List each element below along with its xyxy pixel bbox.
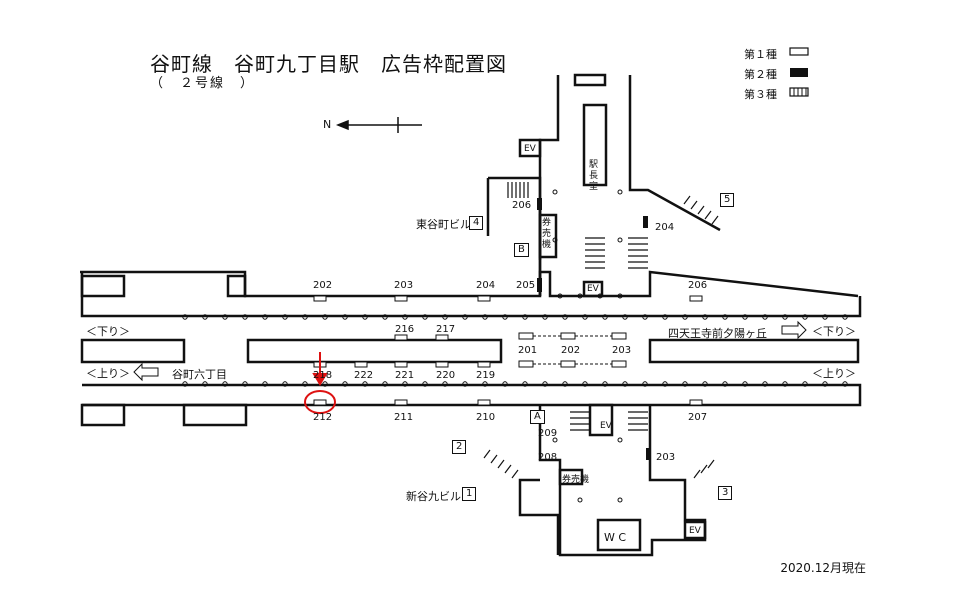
ticket-machine-top-label: 券売機 xyxy=(542,218,552,250)
ev-label-south: EV xyxy=(600,421,612,431)
exit-2-label: 2 xyxy=(452,440,467,454)
shaft-top xyxy=(573,73,607,87)
ad-number: 220 xyxy=(436,370,456,381)
direction-up-left: ＜上り＞ xyxy=(86,367,130,380)
ad-frames-type2 xyxy=(537,198,651,460)
direction-up-right: ＜上り＞ xyxy=(812,367,856,380)
exit-a-label: A xyxy=(530,410,545,424)
ad-number: 207 xyxy=(688,412,708,423)
ad-number: 219 xyxy=(476,370,496,381)
ad-number: 202 xyxy=(561,345,581,356)
direction-down-right: ＜下り＞ xyxy=(812,325,856,338)
ev-box-mid xyxy=(582,280,604,298)
ticket-machine-bottom-label: 券売機 xyxy=(562,475,590,485)
south-left-wall xyxy=(518,478,560,555)
ad-number: 222 xyxy=(354,370,374,381)
ev-label-top: EV xyxy=(524,144,536,154)
ad-number: 209 xyxy=(538,428,558,439)
ev-box-bottom xyxy=(683,520,707,540)
ev-box-top xyxy=(518,138,542,158)
exit-5-label: 5 xyxy=(720,193,735,207)
station-office-box xyxy=(582,103,608,187)
exit-3-label: 3 xyxy=(718,486,733,500)
ad-number: 217 xyxy=(436,324,456,335)
wc-box xyxy=(596,518,642,552)
exit4-wall xyxy=(488,176,542,296)
ad-number: 206 xyxy=(688,280,708,291)
left-block-3 xyxy=(80,403,126,427)
exit-b-label: B xyxy=(514,243,529,257)
ad-number: 206 xyxy=(512,200,532,211)
ticket-machine-bottom xyxy=(558,468,584,486)
page-subtitle: （ ２号線 ） xyxy=(150,76,256,91)
building-shin: 新谷九ビル xyxy=(406,490,461,503)
compass-arrow xyxy=(335,117,422,133)
ad-number: 210 xyxy=(476,412,496,423)
direction-shitennoji: 四天王寺前夕陽ヶ丘 xyxy=(668,327,767,340)
ad-number: 204 xyxy=(476,280,496,291)
left-block-4 xyxy=(182,403,248,427)
ad-number: 203 xyxy=(612,345,632,356)
ad-number: 205 xyxy=(516,280,536,291)
station-office-label: 駅長室 xyxy=(589,160,599,192)
platform-middle xyxy=(246,338,503,364)
legend-type2-label: 第２種 xyxy=(744,68,777,81)
platform-right xyxy=(648,338,860,364)
ad-number: 221 xyxy=(395,370,415,381)
ad-number: 202 xyxy=(313,280,333,291)
ticket-machine-top xyxy=(538,213,558,259)
wc-label: W C xyxy=(604,531,627,544)
ad-frames-type1 xyxy=(313,295,703,406)
ad-number: 204 xyxy=(655,222,675,233)
exit-1-label: 1 xyxy=(462,487,477,501)
page-title: 谷町線 谷町九丁目駅 広告枠配置図 xyxy=(150,52,507,76)
upper-track-wall xyxy=(80,272,862,318)
south-concourse xyxy=(538,405,707,557)
ad-frames-type3 xyxy=(518,332,627,368)
type3-links xyxy=(533,335,612,365)
stair-block xyxy=(588,403,614,437)
ad-number: 211 xyxy=(394,412,414,423)
legend-type3-label: 第３種 xyxy=(744,88,777,101)
exit-4-label: 4 xyxy=(469,216,484,230)
direction-down-left: ＜下り＞ xyxy=(86,325,130,338)
platform-left-1 xyxy=(80,338,186,364)
ad-number: 201 xyxy=(518,345,538,356)
left-block-2 xyxy=(226,274,247,298)
lower-track-wall xyxy=(82,383,862,407)
building-higashi: 東谷町ビル xyxy=(416,218,471,231)
ad-number: 203 xyxy=(394,280,414,291)
legend-symbols xyxy=(789,47,809,97)
direction-tanimachi6: 谷町六丁目 xyxy=(172,368,227,381)
north-shaft-right xyxy=(628,75,721,232)
highlight-marker xyxy=(304,352,336,414)
as-of-date: 2020.12月現在 xyxy=(780,561,866,575)
north-shaft-left xyxy=(538,75,560,296)
compass-label: N xyxy=(323,118,332,131)
columns xyxy=(182,189,848,503)
direction-arrows xyxy=(133,320,807,382)
ev-label-mid: EV xyxy=(587,284,599,294)
ad-number: 216 xyxy=(395,324,415,335)
stairs xyxy=(483,182,719,479)
ad-number: 203 xyxy=(656,452,676,463)
legend-type1-label: 第１種 xyxy=(744,48,777,61)
ad-number: 208 xyxy=(538,452,558,463)
ad-number: 218 xyxy=(313,370,333,381)
left-block-1 xyxy=(80,274,126,298)
concourse-top-wall xyxy=(80,270,859,298)
ad-number: 212 xyxy=(313,412,333,423)
ev-label-bottom: EV xyxy=(689,526,701,536)
